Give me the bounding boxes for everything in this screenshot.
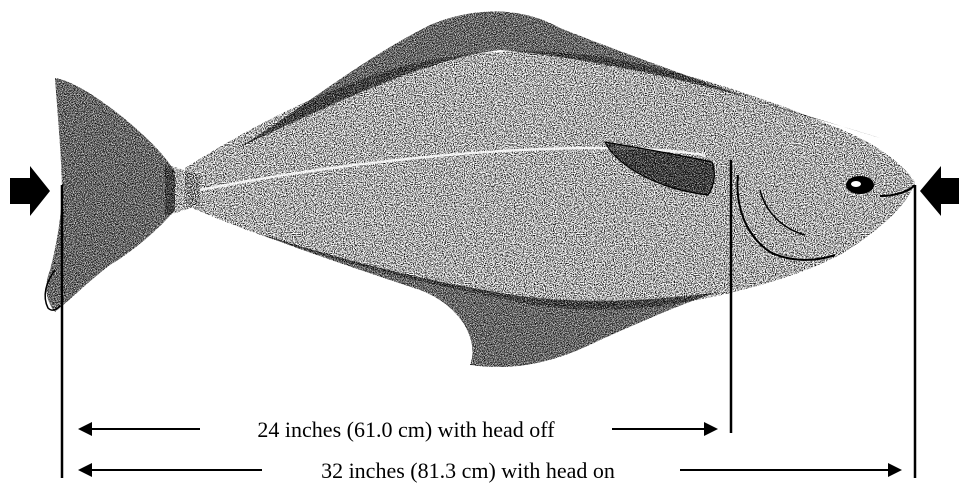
head-on-dimension: 32 inches (81.3 cm) with head on bbox=[78, 458, 902, 483]
left-end-marker bbox=[10, 166, 50, 216]
head-on-label: 32 inches (81.3 cm) with head on bbox=[321, 458, 615, 483]
arrow-right-icon bbox=[10, 166, 50, 216]
arrowhead-left-icon bbox=[78, 422, 92, 436]
arrowhead-left-icon bbox=[78, 463, 92, 477]
right-end-marker bbox=[920, 166, 959, 216]
head-off-dimension: 24 inches (61.0 cm) with head off bbox=[78, 417, 718, 442]
arrowhead-right-icon bbox=[888, 463, 902, 477]
fish-body bbox=[185, 51, 915, 309]
fish-eye-highlight bbox=[851, 181, 861, 187]
halibut-illustration bbox=[45, 12, 915, 368]
tail-fin bbox=[46, 78, 175, 312]
arrowhead-right-icon bbox=[704, 422, 718, 436]
head-off-label: 24 inches (61.0 cm) with head off bbox=[257, 417, 555, 442]
arrow-left-icon bbox=[920, 166, 959, 216]
